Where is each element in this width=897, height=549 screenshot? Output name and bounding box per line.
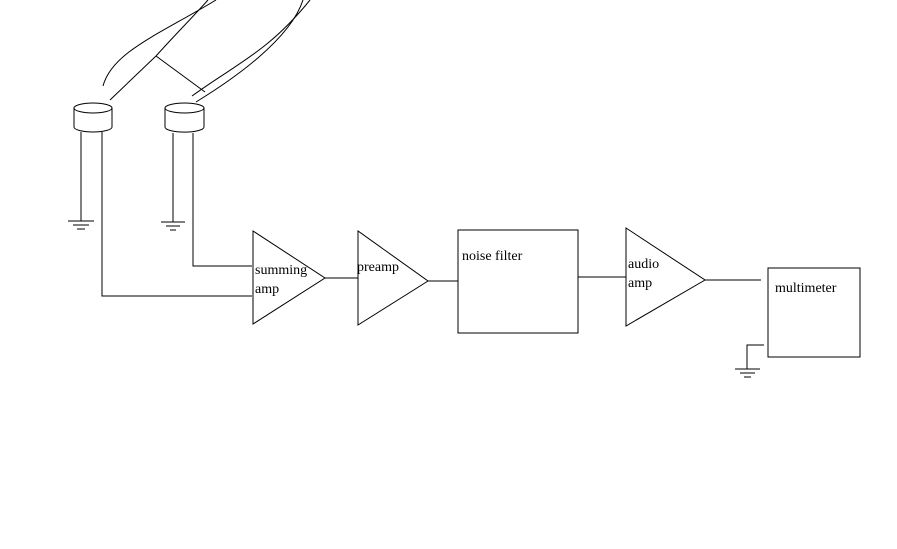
sound-wave-lines (102, 0, 311, 103)
multimeter-block: multimeter (767, 267, 861, 358)
microphone-2-wires (172, 133, 252, 267)
multimeter-label: multimeter (775, 281, 837, 296)
audio-amp-block: audio amp (625, 227, 706, 327)
ground-icon (161, 221, 185, 231)
summing-amp-label-line1: summing (255, 263, 307, 278)
summing-amp-label-line2: amp (255, 282, 279, 297)
multimeter-ground-wire (746, 344, 764, 369)
noise-filter-label: noise filter (462, 249, 523, 264)
audio-amp-label-line1: audio (628, 257, 659, 272)
preamp-label: preamp (357, 260, 399, 275)
preamp-block: preamp (357, 230, 429, 326)
noise-filter-block: noise filter (457, 229, 579, 334)
microphone-1-wires (80, 132, 252, 297)
ground-icon (68, 220, 94, 230)
audio-amp-label-line2: amp (628, 276, 652, 291)
ground-icon (735, 368, 760, 378)
microphone-icon (73, 102, 113, 133)
microphone-icon (164, 102, 205, 133)
summing-amp-block: summing amp (252, 230, 326, 325)
